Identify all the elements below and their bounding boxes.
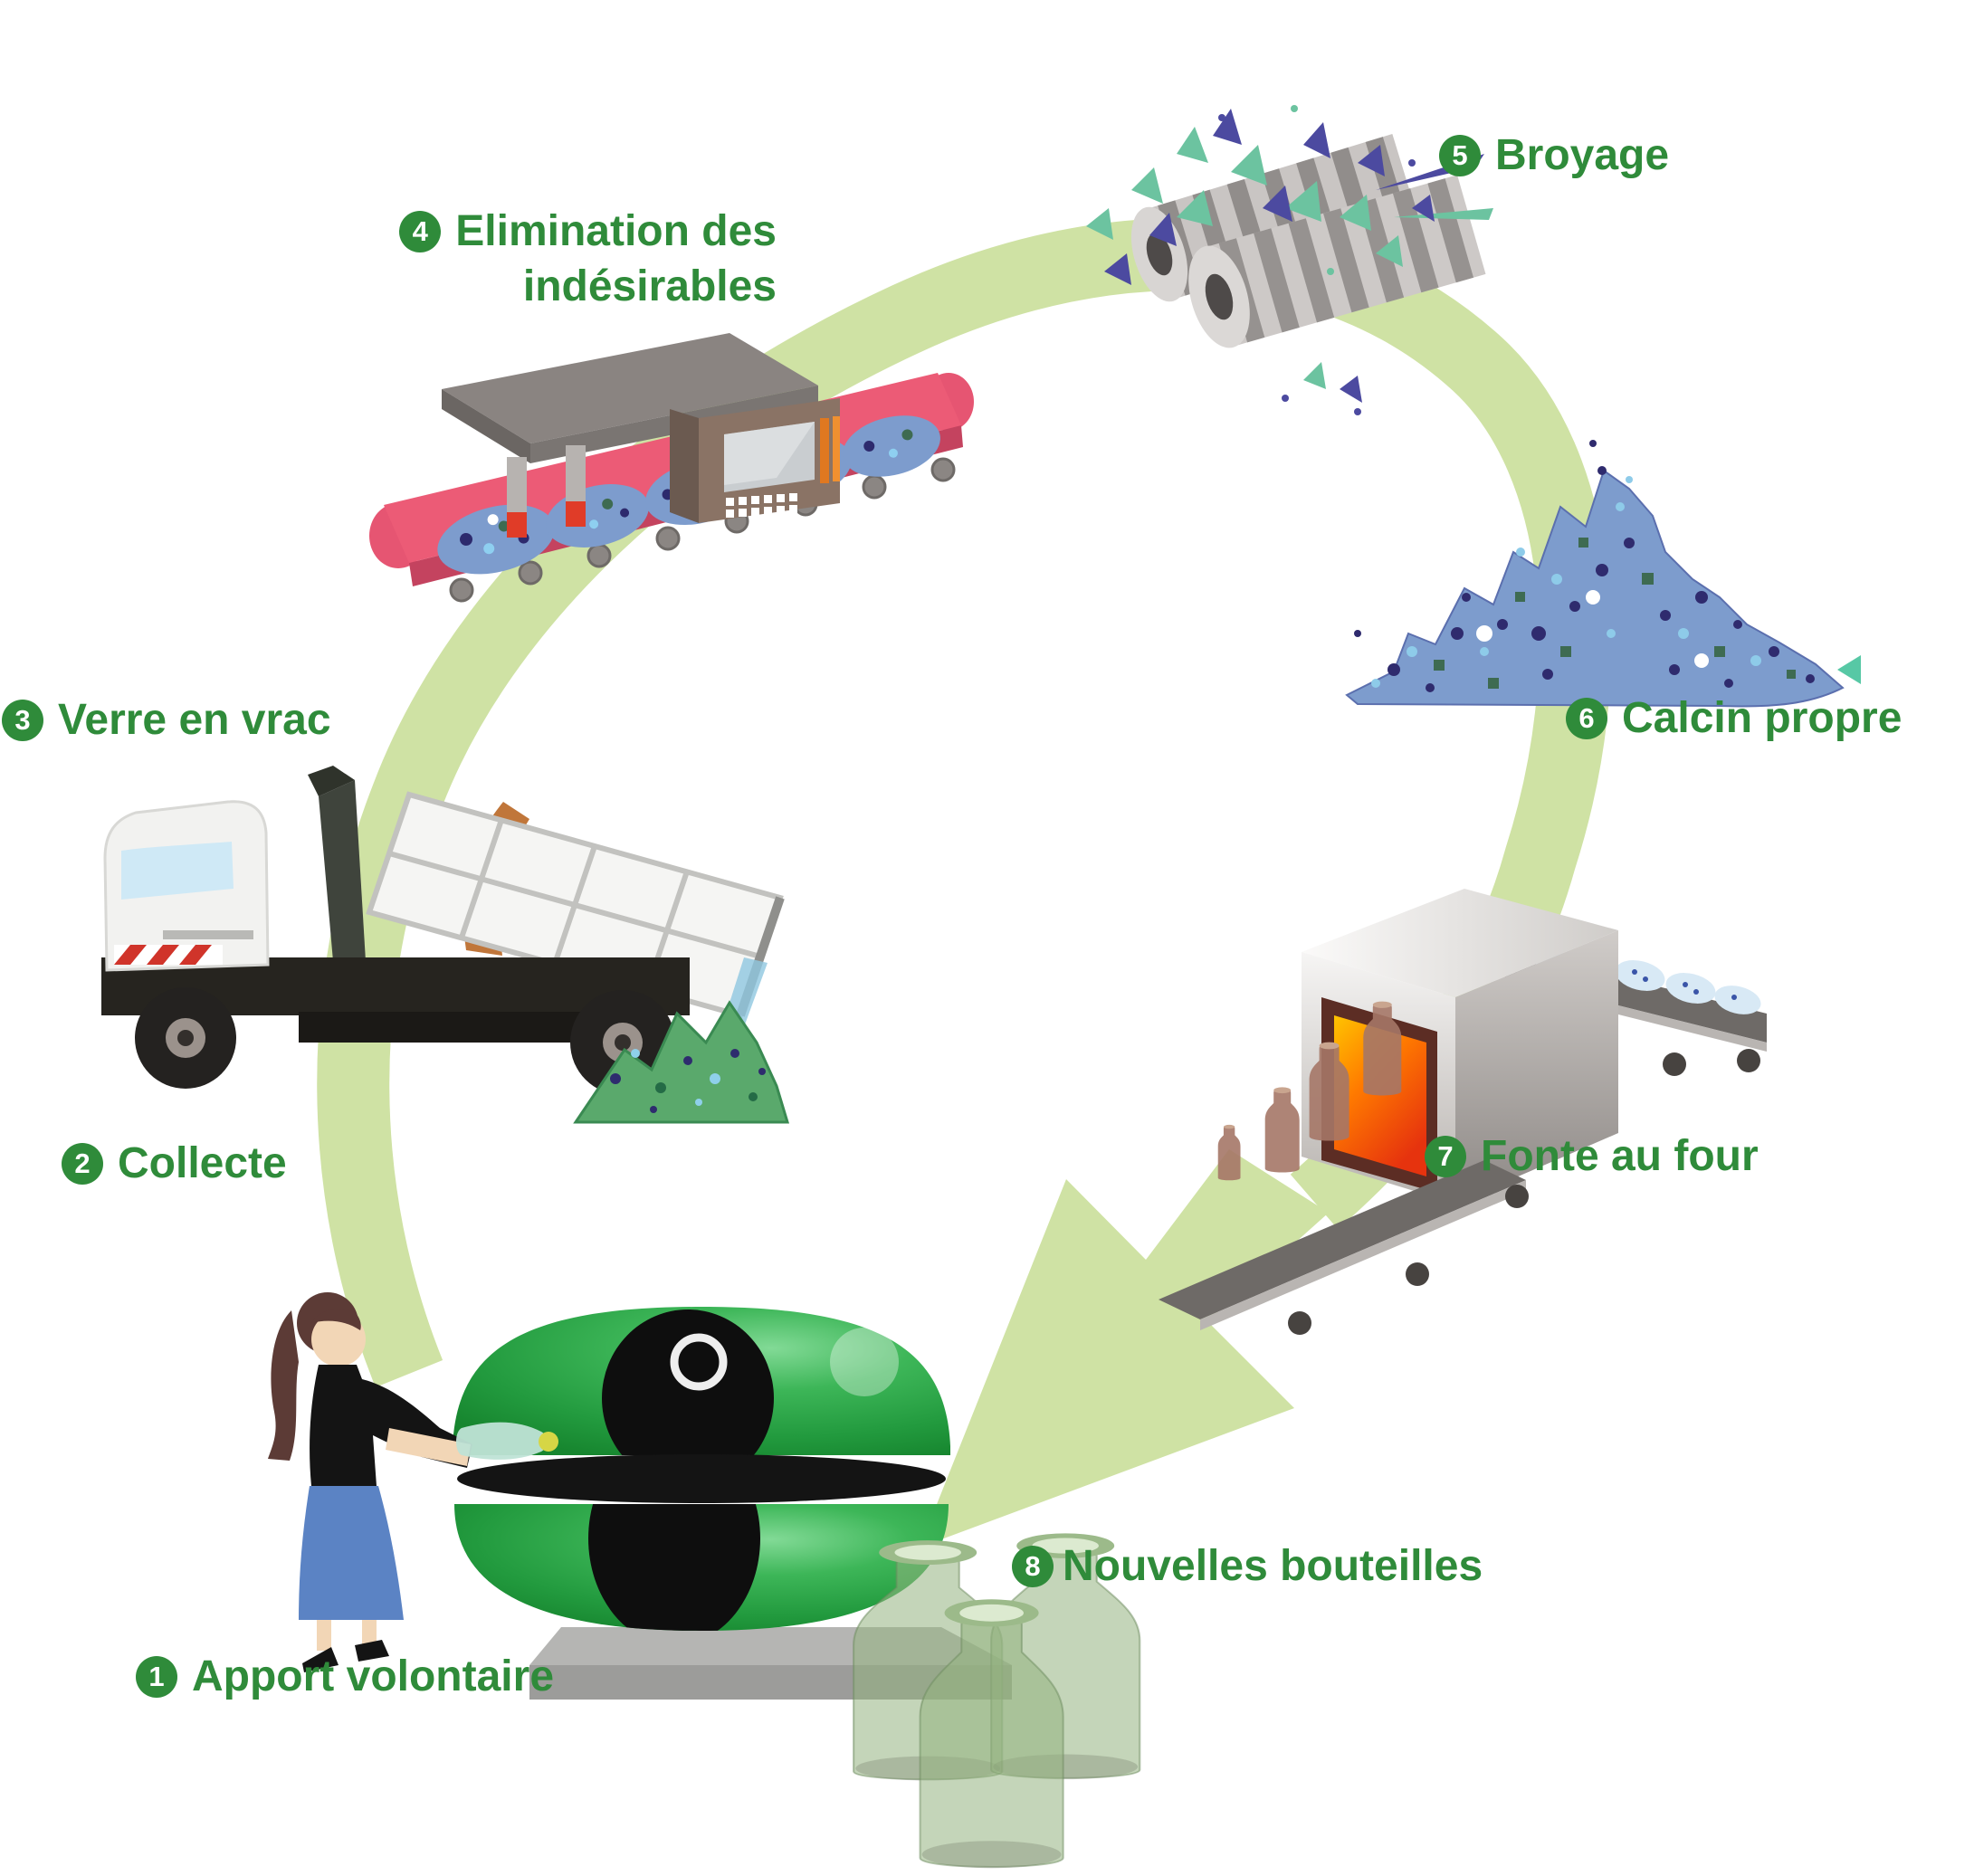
cullet-pile-illustration xyxy=(1345,440,1861,708)
step-label-broyage: 5 Broyage xyxy=(1439,131,1670,180)
step-5-badge: 5 xyxy=(1439,135,1481,177)
step-1-badge: 1 xyxy=(136,1656,177,1699)
step-4-badge: 4 xyxy=(399,211,442,253)
step-2-text: Collecte xyxy=(118,1139,287,1187)
furnace-exit-conveyor xyxy=(1159,1160,1529,1335)
truck-cab xyxy=(103,800,270,972)
collection-truck-illustration xyxy=(101,766,790,1124)
sorter-keypad xyxy=(726,493,797,518)
deposited-bottle xyxy=(456,1422,558,1460)
sorter-control-box xyxy=(670,398,840,523)
step-label-nouvelles-bouteilles: 8 Nouvelles bouteilles xyxy=(1012,1542,1483,1591)
sorting-conveyor-illustration xyxy=(369,333,974,603)
step-8-text: Nouvelles bouteilles xyxy=(1063,1542,1483,1590)
step-1-text: Apport volontaire xyxy=(192,1652,555,1700)
step-label-calcin-propre: 6 Calcin propre xyxy=(1566,694,1902,743)
furnace-illustration xyxy=(1159,889,1767,1335)
dumped-glass-pile xyxy=(573,1000,790,1124)
step-4-text-line2: indésirables xyxy=(522,262,777,310)
step-label-fonte-au-four: 7 Fonte au four xyxy=(1425,1132,1759,1181)
cycle-arrow-head xyxy=(920,1149,1329,1547)
step-6-badge: 6 xyxy=(1566,698,1607,740)
step-7-badge: 7 xyxy=(1425,1136,1466,1178)
furnace-glow xyxy=(1334,1015,1426,1176)
step-label-collecte: 2 Collecte xyxy=(62,1139,287,1188)
step-3-badge: 3 xyxy=(2,700,43,742)
step-8-badge: 8 xyxy=(1012,1546,1054,1588)
step-7-text: Fonte au four xyxy=(1481,1132,1759,1180)
cullet-speckles xyxy=(1354,440,1861,692)
step-5-text: Broyage xyxy=(1495,131,1670,179)
cab-hazard-stripe xyxy=(114,945,223,965)
step-6-text: Calcin propre xyxy=(1622,694,1902,742)
step-3-text: Verre en vrac xyxy=(58,696,331,744)
step-label-verre-en-vrac: 3 Verre en vrac xyxy=(2,696,331,745)
step-4-text-line1: Elimination des xyxy=(455,207,777,255)
step-2-badge: 2 xyxy=(62,1143,103,1186)
person-figure xyxy=(268,1292,558,1672)
step-label-apport-volontaire: 1 Apport volontaire xyxy=(136,1652,555,1701)
step-label-elimination-des-indesirables: 4 Elimination des indésirables xyxy=(399,207,777,311)
truck-wheels xyxy=(135,987,675,1095)
